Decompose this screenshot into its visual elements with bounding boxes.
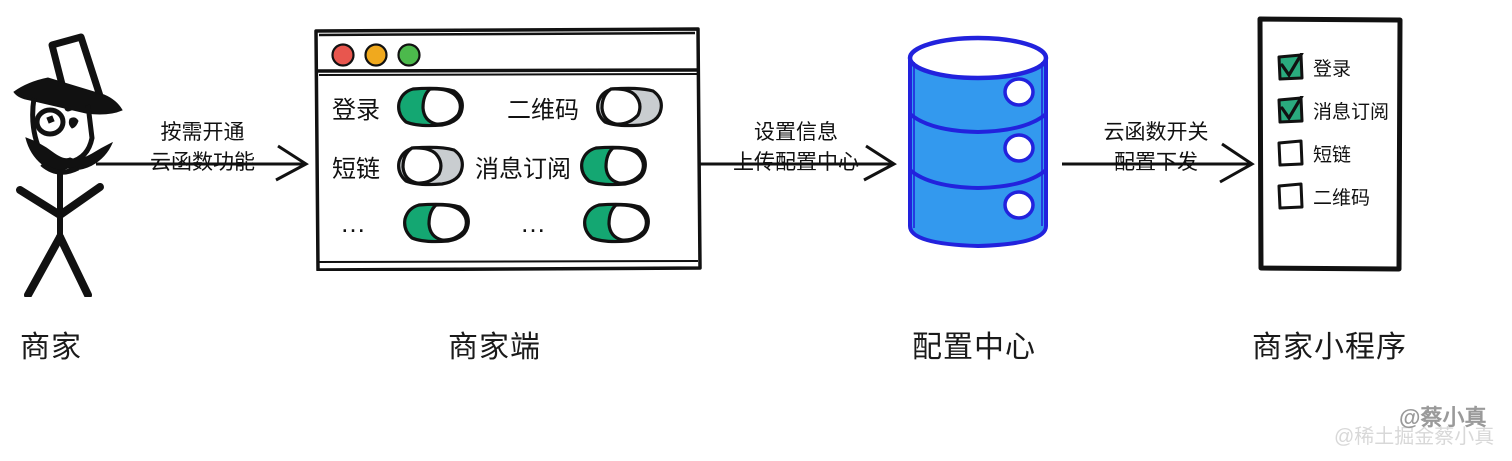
arrow-label-client-to-config: 设置信息 上传配置中心 <box>708 118 884 178</box>
checkbox-unchecked-icon[interactable] <box>1276 182 1304 210</box>
toggle-label-login: 登录 <box>332 96 380 124</box>
caption-merchant: 商家 <box>20 331 82 364</box>
toggle-switch-subscribe[interactable] <box>577 145 649 187</box>
miniprogram-item-subscribe[interactable]: 消息订阅 <box>1276 96 1389 124</box>
toggle-label-subscribe: 消息订阅 <box>475 155 571 183</box>
merchant-client-browser-window[interactable]: 登录 二维码 短链 <box>312 26 702 271</box>
db-port-3-icon <box>1003 190 1035 220</box>
config-center-database[interactable] <box>890 30 1066 270</box>
db-port-1-icon <box>1003 77 1035 107</box>
checkbox-checked-icon[interactable] <box>1276 96 1304 124</box>
miniprogram-item-label: 消息订阅 <box>1313 101 1390 123</box>
checkbox-unchecked-icon[interactable] <box>1276 139 1304 167</box>
miniprogram-item-shortlink[interactable]: 短链 <box>1276 139 1389 167</box>
miniprogram-feature-list: 登录 消息订阅 短链 二维码 <box>1276 53 1389 210</box>
toggle-row-more-left[interactable]: … <box>340 202 472 244</box>
checkbox-checked-icon[interactable] <box>1276 53 1304 81</box>
toggle-label-more-left: … <box>340 208 370 238</box>
toggle-switch-shortlink[interactable] <box>394 145 466 187</box>
arrow-label-line2: 配置下发 <box>1114 151 1198 174</box>
toggle-switch-qrcode[interactable] <box>593 86 665 128</box>
toggle-switch-more-left[interactable] <box>400 202 472 244</box>
arrow-label-line1: 云函数开关 <box>1103 121 1209 144</box>
arrow-label-merchant-to-client: 按需开通 云函数功能 <box>110 118 295 178</box>
toggle-row-more-right[interactable]: … <box>520 202 652 244</box>
browser-content: 登录 二维码 短链 <box>312 74 702 271</box>
merchant-miniprogram-panel[interactable]: 登录 消息订阅 短链 二维码 <box>1256 15 1404 273</box>
minimize-dot-icon[interactable] <box>364 43 388 67</box>
watermark-author: @蔡小真 <box>1399 405 1487 430</box>
arrow-label-line2: 上传配置中心 <box>733 151 859 174</box>
caption-config-center: 配置中心 <box>912 331 1036 364</box>
watermark-platform: @稀土掘金蔡小真 <box>1334 426 1495 448</box>
arrow-config-to-miniprogram <box>1062 142 1255 184</box>
toggle-row-subscribe[interactable]: 消息订阅 <box>475 145 649 187</box>
arrow-merchant-to-client <box>96 144 309 182</box>
toggle-switch-login[interactable] <box>394 86 466 128</box>
toggle-label-qrcode: 二维码 <box>507 96 579 124</box>
arrow-label-line2: 云函数功能 <box>150 151 255 174</box>
toggle-label-more-right: … <box>520 208 550 238</box>
miniprogram-item-label: 短链 <box>1313 144 1352 166</box>
miniprogram-item-label: 登录 <box>1313 58 1352 80</box>
database-cylinder-icon <box>907 35 1049 249</box>
caption-merchant-miniprogram: 商家小程序 <box>1252 331 1407 364</box>
miniprogram-item-qrcode[interactable]: 二维码 <box>1276 182 1389 210</box>
close-dot-icon[interactable] <box>331 43 355 67</box>
browser-traffic-lights <box>331 43 421 67</box>
merchant-stick-figure <box>8 12 128 299</box>
toggle-switch-more-right[interactable] <box>580 202 652 244</box>
arrow-label-line1: 按需开通 <box>160 121 245 144</box>
toggle-row-qrcode[interactable]: 二维码 <box>507 86 665 128</box>
arrow-client-to-config <box>700 144 897 182</box>
toggle-label-shortlink: 短链 <box>332 155 380 183</box>
caption-merchant-client: 商家端 <box>448 331 541 364</box>
miniprogram-item-login[interactable]: 登录 <box>1276 53 1389 81</box>
arrow-label-line1: 设置信息 <box>754 121 838 144</box>
miniprogram-item-label: 二维码 <box>1313 187 1371 209</box>
db-port-2-icon <box>1003 133 1035 163</box>
toggle-row-shortlink[interactable]: 短链 <box>332 145 466 187</box>
maximize-dot-icon[interactable] <box>397 43 421 67</box>
arrow-label-config-to-miniprogram: 云函数开关 配置下发 <box>1070 118 1242 178</box>
stick-figure-with-tophat-icon <box>13 33 123 299</box>
toggle-row-login[interactable]: 登录 <box>332 86 466 128</box>
